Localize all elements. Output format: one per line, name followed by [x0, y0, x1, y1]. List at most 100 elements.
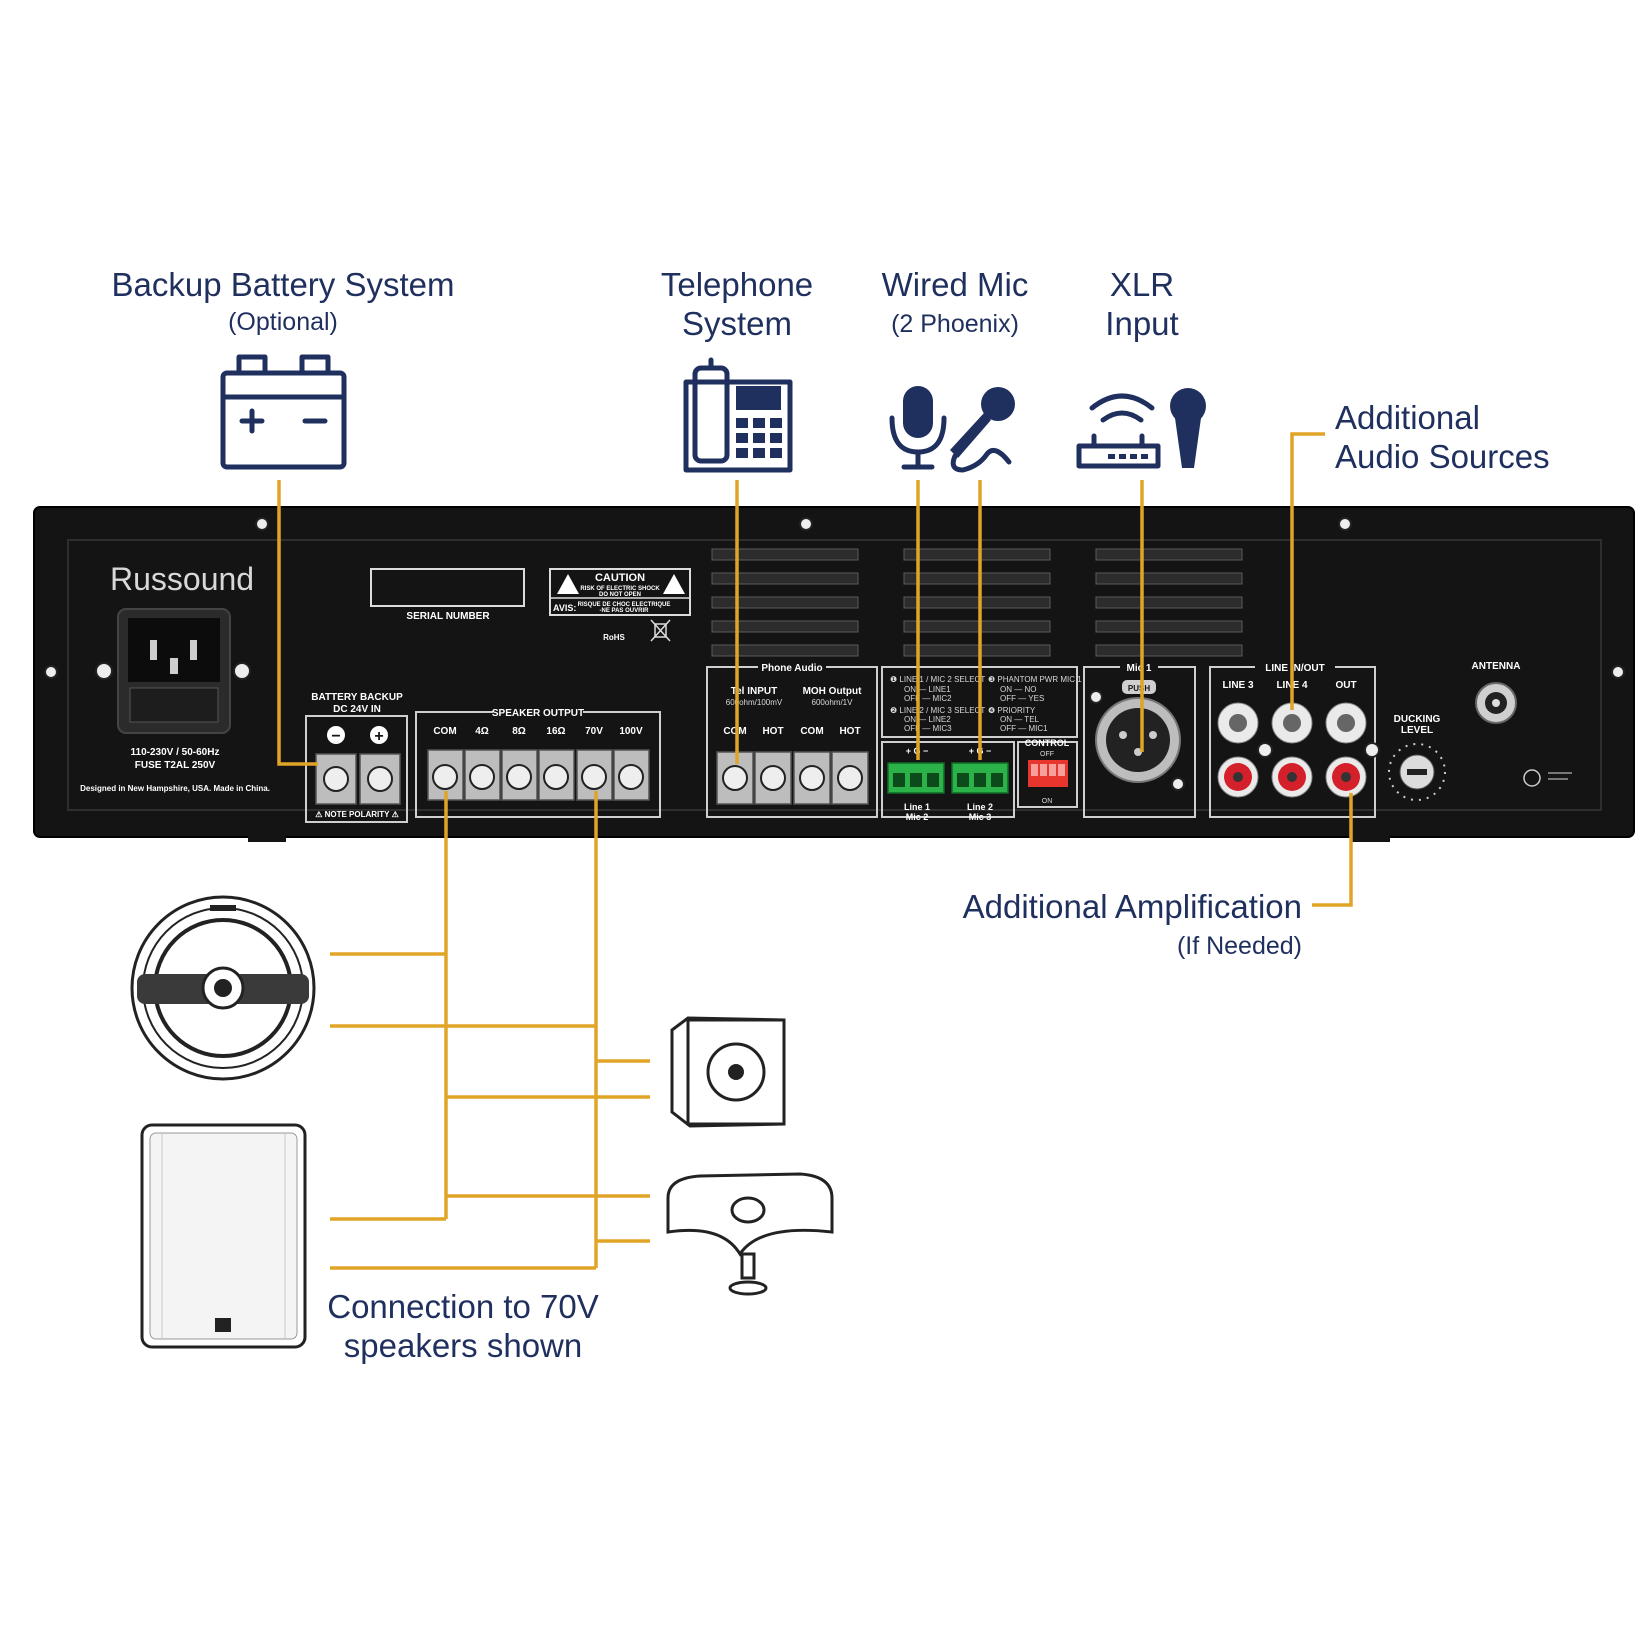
speaker-term-100v: 100V	[619, 726, 643, 737]
control-on-label: ON	[1042, 798, 1053, 805]
horn-speaker-icon	[666, 1172, 834, 1296]
ducking-level-knob[interactable]	[1388, 743, 1446, 801]
dip-1-off: OFF — MIC2	[904, 694, 952, 703]
battery-backup-label: BATTERY BACKUP	[311, 692, 403, 703]
caution-warning-icon	[663, 574, 685, 594]
speaker-term-8ohm: 8Ω	[512, 726, 526, 737]
xlr-mic-icon	[1170, 388, 1206, 468]
battery-minus-badge	[327, 726, 345, 744]
amplification-subtitle: (If Needed)	[1177, 932, 1302, 960]
connection-caption-line1: Connection to 70V	[327, 1288, 599, 1325]
note-polarity-label: ⚠ NOTE POLARITY ⚠	[315, 810, 399, 819]
battery-terminal-box	[305, 715, 408, 823]
wired-mic-title: Wired Mic	[882, 266, 1029, 303]
serial-number-box	[370, 568, 525, 607]
dip-2-on: ON — LINE2	[904, 715, 951, 724]
moh-output-label: MOH Output	[803, 686, 863, 697]
connection-wires	[277, 432, 1353, 1270]
phone-term-com-1: COM	[723, 726, 746, 737]
line3-label: LINE 3	[1222, 680, 1254, 691]
telephone-icon	[683, 357, 793, 473]
line-in-out-label: LINE IN/OUT	[1265, 663, 1324, 674]
desk-mic-icon	[889, 386, 947, 470]
dip-4-on: ON — TEL	[1000, 715, 1040, 724]
telephone-title-line2: System	[682, 305, 792, 342]
moh-output-spec: 600ohm/1V	[812, 698, 854, 707]
connection-caption-line2: speakers shown	[344, 1327, 582, 1364]
etl-certification-mark	[1523, 769, 1572, 787]
power-rating: 110-230V / 50-60Hz	[131, 747, 220, 758]
phone-audio-label: Phone Audio	[761, 663, 822, 674]
control-dip-switch[interactable]	[1028, 760, 1068, 787]
dip-2-title: ❷ LINE 2 / MIC 3 SELECT	[890, 706, 985, 715]
rca-jacks-red[interactable]	[1217, 756, 1367, 798]
weee-bin-icon	[650, 619, 671, 642]
battery-subtitle: (Optional)	[228, 308, 338, 336]
dip-3-on: ON — NO	[1000, 685, 1036, 694]
phone-term-hot-2: HOT	[839, 726, 860, 737]
battery-plus-sign: +	[374, 728, 383, 745]
speaker-term-4ohm: 4Ω	[475, 726, 489, 737]
dip-3-title: ❸ PHANTOM PWR MIC 1	[988, 675, 1082, 684]
fuse-rating: FUSE T2AL 250V	[135, 760, 216, 771]
phone-term-hot-1: HOT	[762, 726, 783, 737]
phoenix-2-label-line2: Line 2	[967, 802, 993, 812]
mic1-label: Mic 1	[1126, 663, 1151, 674]
serial-number-label: SERIAL NUMBER	[406, 611, 490, 622]
level-label: LEVEL	[1401, 725, 1433, 736]
additional-sources-line1: Additional	[1335, 399, 1480, 436]
phone-term-com-2: COM	[800, 726, 823, 737]
xlr-input-jack[interactable]	[1089, 680, 1185, 791]
control-off-label: OFF	[1040, 751, 1054, 758]
speaker-term-70v: 70V	[585, 726, 603, 737]
antenna-label: ANTENNA	[1472, 661, 1521, 672]
tel-input-label: Tel INPUT	[731, 686, 777, 697]
caution-line1: RISK OF ELECTRIC SHOCK	[580, 586, 660, 592]
additional-sources-line2: Audio Sources	[1335, 438, 1550, 475]
control-box	[1017, 741, 1078, 808]
rca-jacks-white[interactable]	[1217, 702, 1367, 744]
avis-line2: -NE PAS OUVRIR	[600, 608, 650, 614]
panel-screws	[44, 517, 1625, 679]
phone-audio-terminals[interactable]	[716, 751, 869, 805]
battery-plus-badge	[370, 726, 388, 744]
phoenix-1-label-mic2: Mic 2	[906, 812, 929, 822]
telephone-title-line1: Telephone	[661, 266, 813, 303]
dip-1-title: ❶ LINE 1 / MIC 2 SELECT	[890, 675, 985, 684]
xlr-title-line2: Input	[1105, 305, 1178, 342]
battery-terminals[interactable]	[315, 753, 401, 805]
phoenix-1-label-line1: Line 1	[904, 802, 930, 812]
wired-mic-subtitle: (2 Phoenix)	[891, 310, 1019, 338]
rohs-mark: RoHS	[603, 633, 625, 642]
battery-title: Backup Battery System	[112, 266, 455, 303]
out-label: OUT	[1335, 680, 1356, 691]
wireless-receiver-icon	[1076, 393, 1161, 469]
dip-4-title: ❹ PRIORITY	[988, 706, 1036, 715]
cooling-vents	[711, 548, 1243, 657]
ducking-label: DUCKING	[1394, 714, 1441, 725]
caution-shock-icon	[557, 574, 579, 594]
antenna-jack[interactable]	[1475, 682, 1517, 724]
dc-in-label: DC 24V IN	[333, 704, 381, 715]
dip-3-off: OFF — YES	[1000, 694, 1044, 703]
amplifier-rear-panel: Russound 110-230V / 50-60Hz FUSE T2AL 25…	[33, 506, 1635, 842]
speaker-term-com: COM	[433, 726, 456, 737]
control-label: CONTROL	[1025, 738, 1070, 748]
phoenix-connector-2[interactable]	[951, 762, 1009, 794]
tel-input-spec: 600ohm/100mV	[726, 698, 783, 707]
xlr-title-line1: XLR	[1110, 266, 1174, 303]
handheld-mic-icon	[950, 387, 1015, 473]
ceiling-speaker-icon	[130, 895, 316, 1081]
phoenix-box	[881, 741, 1015, 818]
caution-label	[549, 568, 691, 616]
caution-line2: DO NOT OPEN	[599, 592, 641, 598]
dip-4-off: OFF — MIC1	[1000, 724, 1048, 733]
speaker-output-terminals[interactable]	[427, 749, 650, 801]
brand-logo: Russound	[110, 561, 254, 597]
avis-line1: RISQUE DE CHOC ELECTRIQUE	[578, 602, 671, 608]
amplification-title: Additional Amplification	[963, 888, 1302, 925]
wall-speaker-icon	[140, 1123, 307, 1349]
phoenix-2-label-mic3: Mic 3	[969, 812, 992, 822]
phoenix-connector-1[interactable]	[887, 762, 945, 794]
